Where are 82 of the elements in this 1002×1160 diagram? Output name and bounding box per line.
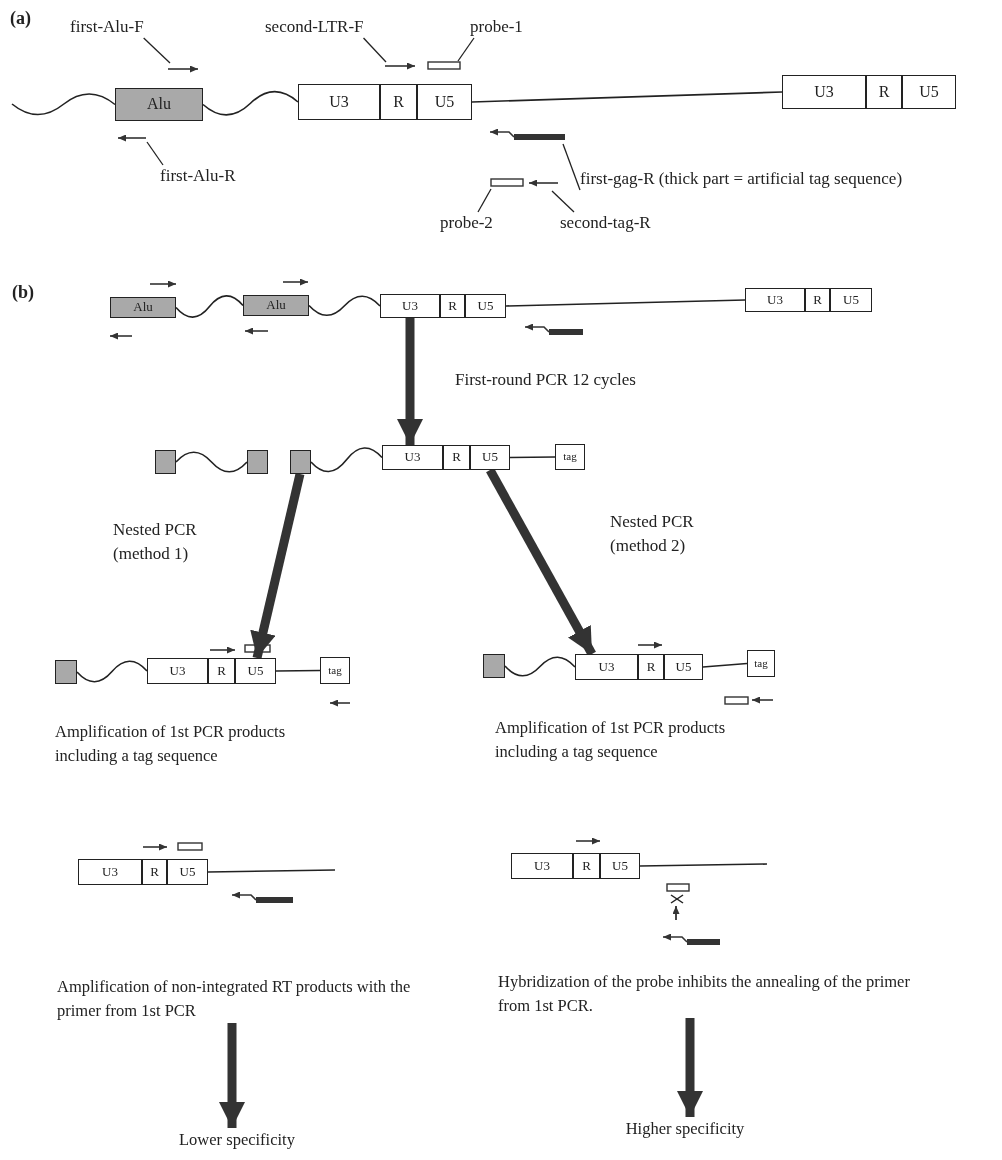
dna-strand xyxy=(175,451,248,473)
dna-strand xyxy=(504,656,576,677)
element-box xyxy=(290,450,311,474)
ltr-segment: U5 xyxy=(600,853,640,879)
edge-label: Nested PCR (method 1) xyxy=(113,519,198,565)
result-text: Lower specificity xyxy=(162,1128,312,1152)
ltr-segment: U3 xyxy=(382,445,443,470)
ltr-segment: U3 xyxy=(78,859,142,885)
panel-letter: (a) xyxy=(10,7,31,30)
primer-label: probe-1 xyxy=(470,16,523,38)
tag-box: tag xyxy=(320,657,350,684)
ltr-segment: U3 xyxy=(147,658,208,684)
process-arrow xyxy=(397,318,423,445)
ltr-segment: R xyxy=(440,294,465,318)
leader-line xyxy=(477,188,492,213)
dna-strand xyxy=(76,660,148,683)
primer-label: first-Alu-F xyxy=(70,16,144,38)
ltr-segment: U3 xyxy=(298,84,380,120)
dna-strand xyxy=(175,295,244,318)
ltr-segment: U5 xyxy=(830,288,872,312)
leader-line xyxy=(457,37,475,62)
element-box xyxy=(483,654,505,678)
dna-strand xyxy=(639,863,768,867)
tag-box: tag xyxy=(555,444,585,470)
ltr-segment: U5 xyxy=(417,84,472,120)
ltr-segment: U5 xyxy=(167,859,208,885)
ltr-segment: R xyxy=(443,445,470,470)
primer-label: second-LTR-F xyxy=(265,16,364,38)
edge-label: Nested PCR (method 2) xyxy=(610,511,695,557)
ltr-segment: R xyxy=(573,853,600,879)
panel-letter: (b) xyxy=(12,281,34,304)
dna-strand xyxy=(275,669,321,672)
dna-strand xyxy=(207,869,336,873)
primer-label: first-Alu-R xyxy=(160,165,236,187)
process-arrow xyxy=(219,1023,245,1128)
ltr-segment: R xyxy=(805,288,830,312)
ltr-segment: U3 xyxy=(511,853,573,879)
ltr-segment: U3 xyxy=(782,75,866,109)
dna-strand xyxy=(509,456,556,459)
ltr-segment: U3 xyxy=(745,288,805,312)
ltr-segment: R xyxy=(638,654,664,680)
caption-text: Amplification of 1st PCR products including a tag sequence xyxy=(55,721,287,767)
primer-label: probe-2 xyxy=(440,212,493,234)
element-box xyxy=(155,450,176,474)
primer-label: second-tag-R xyxy=(560,212,651,234)
caption-text: Hybridization of the probe inhibits the annealing of the primer from 1st PCR. xyxy=(498,970,938,1018)
primer-label: first-gag-R (thick part = artificial tag sequence) xyxy=(580,168,903,190)
element-box: Alu xyxy=(115,88,203,121)
element-box: Alu xyxy=(110,297,176,318)
ltr-segment: R xyxy=(380,84,417,120)
dna-strand xyxy=(471,91,783,103)
ltr-segment: U5 xyxy=(465,294,506,318)
edge-label: First-round PCR 12 cycles xyxy=(455,369,636,391)
element-box xyxy=(247,450,268,474)
ltr-segment: U5 xyxy=(470,445,510,470)
leader-line xyxy=(143,37,171,64)
process-arrow xyxy=(250,472,305,660)
dna-strand xyxy=(11,93,116,116)
caption-text: Amplification of 1st PCR products including a tag sequence xyxy=(495,717,727,763)
element-box: Alu xyxy=(243,295,309,316)
ltr-segment: U5 xyxy=(235,658,276,684)
ltr-segment: R xyxy=(866,75,902,109)
ltr-segment: U5 xyxy=(902,75,956,109)
ltr-segment: R xyxy=(142,859,167,885)
process-arrow xyxy=(677,1018,703,1117)
leader-line xyxy=(146,141,164,166)
dna-strand xyxy=(310,447,383,473)
leader-line xyxy=(562,143,581,191)
leader-line xyxy=(362,37,387,63)
ltr-segment: R xyxy=(208,658,235,684)
element-box xyxy=(55,660,77,684)
leader-line xyxy=(551,190,575,213)
ltr-segment: U3 xyxy=(575,654,638,680)
dna-strand xyxy=(505,299,746,307)
caption-text: Amplification of non-integrated RT products with the primer from 1st PCR xyxy=(57,975,442,1023)
dna-strand xyxy=(702,662,748,668)
ltr-segment: U5 xyxy=(664,654,703,680)
tag-box: tag xyxy=(747,650,775,677)
dna-strand xyxy=(202,90,299,116)
result-text: Higher specificity xyxy=(610,1117,760,1141)
ltr-segment: U3 xyxy=(380,294,440,318)
dna-strand xyxy=(308,295,381,317)
